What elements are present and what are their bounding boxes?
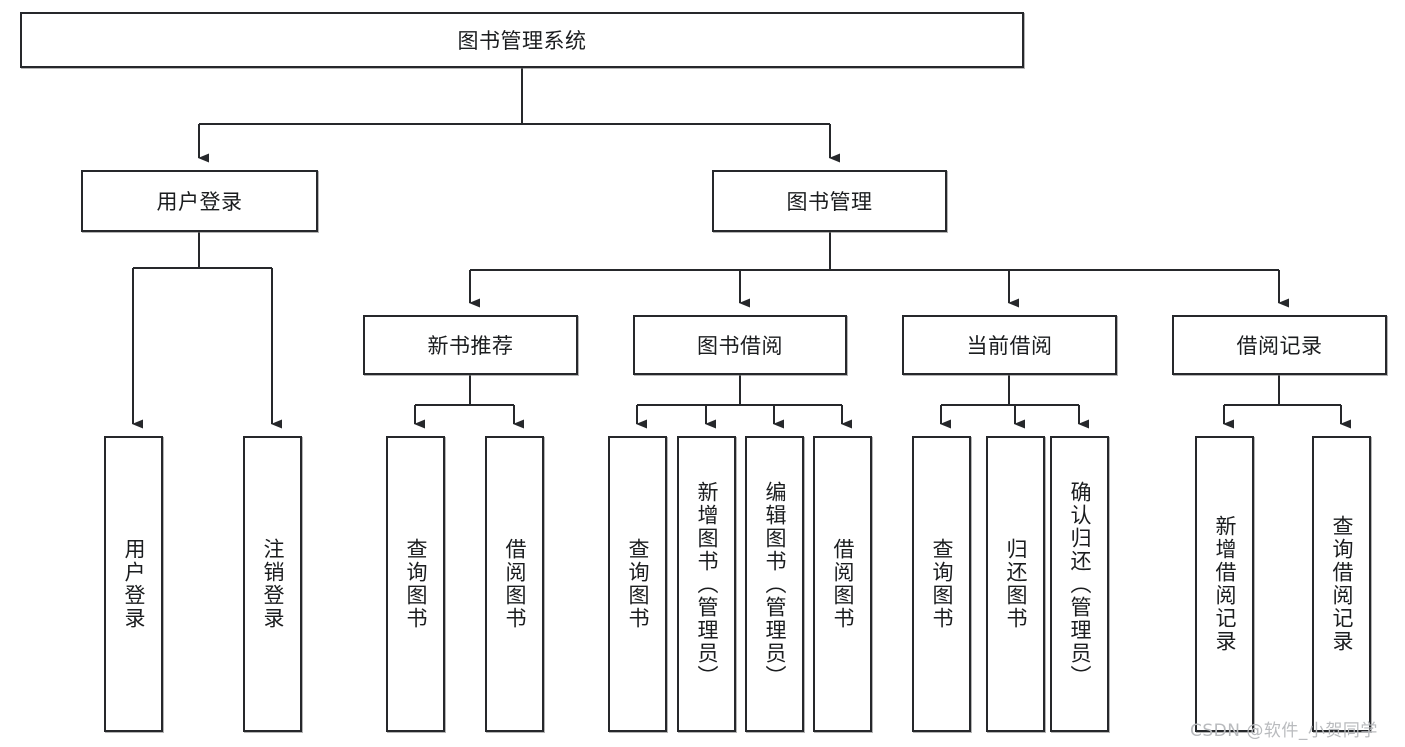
node-label: 借阅图书 <box>830 538 855 630</box>
node-borrow-record[interactable]: 借阅记录 <box>1172 315 1387 375</box>
node-label: 当前借阅 <box>966 334 1053 358</box>
node-label: 查询图书 <box>929 538 954 630</box>
node-label: 查询借阅记录 <box>1329 515 1354 653</box>
node-leaf-query-borrow-record[interactable]: 查询借阅记录 <box>1312 436 1371 732</box>
node-book-borrow[interactable]: 图书借阅 <box>633 315 847 375</box>
node-label: 新增借阅记录 <box>1212 515 1237 653</box>
node-label: 借阅图书 <box>502 538 527 630</box>
node-label: 编辑图书（管理员） <box>762 480 787 688</box>
node-label: 图书管理系统 <box>457 29 587 53</box>
node-book-management-system[interactable]: 图书管理系统 <box>20 12 1024 68</box>
node-leaf-add-borrow-record[interactable]: 新增借阅记录 <box>1195 436 1254 732</box>
node-new-book-recommend[interactable]: 新书推荐 <box>363 315 578 375</box>
node-label: 新增图书（管理员） <box>694 480 719 688</box>
node-label: 用户登录 <box>156 190 243 214</box>
node-user-login[interactable]: 用户登录 <box>81 170 318 232</box>
node-leaf-return-book[interactable]: 归还图书 <box>986 436 1045 732</box>
node-label: 查询图书 <box>403 538 428 630</box>
node-label: 图书管理 <box>786 190 873 214</box>
node-leaf-edit-book-admin[interactable]: 编辑图书（管理员） <box>745 436 804 732</box>
node-label: 新书推荐 <box>427 334 514 358</box>
node-leaf-borrow-book[interactable]: 借阅图书 <box>813 436 872 732</box>
node-book-management[interactable]: 图书管理 <box>712 170 947 232</box>
node-label: 借阅记录 <box>1236 334 1323 358</box>
node-label: 归还图书 <box>1003 538 1028 630</box>
node-label: 注销登录 <box>260 538 285 630</box>
node-leaf-query-book-borrow[interactable]: 查询图书 <box>608 436 667 732</box>
node-leaf-query-book-current[interactable]: 查询图书 <box>912 436 971 732</box>
node-current-borrow[interactable]: 当前借阅 <box>902 315 1117 375</box>
node-leaf-query-book-recommend[interactable]: 查询图书 <box>386 436 445 732</box>
node-label: 查询图书 <box>625 538 650 630</box>
node-label: 用户登录 <box>121 538 146 630</box>
node-leaf-confirm-return-admin[interactable]: 确认归还（管理员） <box>1050 436 1109 732</box>
node-leaf-borrow-book-recommend[interactable]: 借阅图书 <box>485 436 544 732</box>
node-label: 确认归还（管理员） <box>1067 480 1092 688</box>
node-leaf-user-login[interactable]: 用户登录 <box>104 436 163 732</box>
node-label: 图书借阅 <box>697 334 783 358</box>
node-leaf-add-book-admin[interactable]: 新增图书（管理员） <box>677 436 736 732</box>
node-leaf-user-logout[interactable]: 注销登录 <box>243 436 302 732</box>
